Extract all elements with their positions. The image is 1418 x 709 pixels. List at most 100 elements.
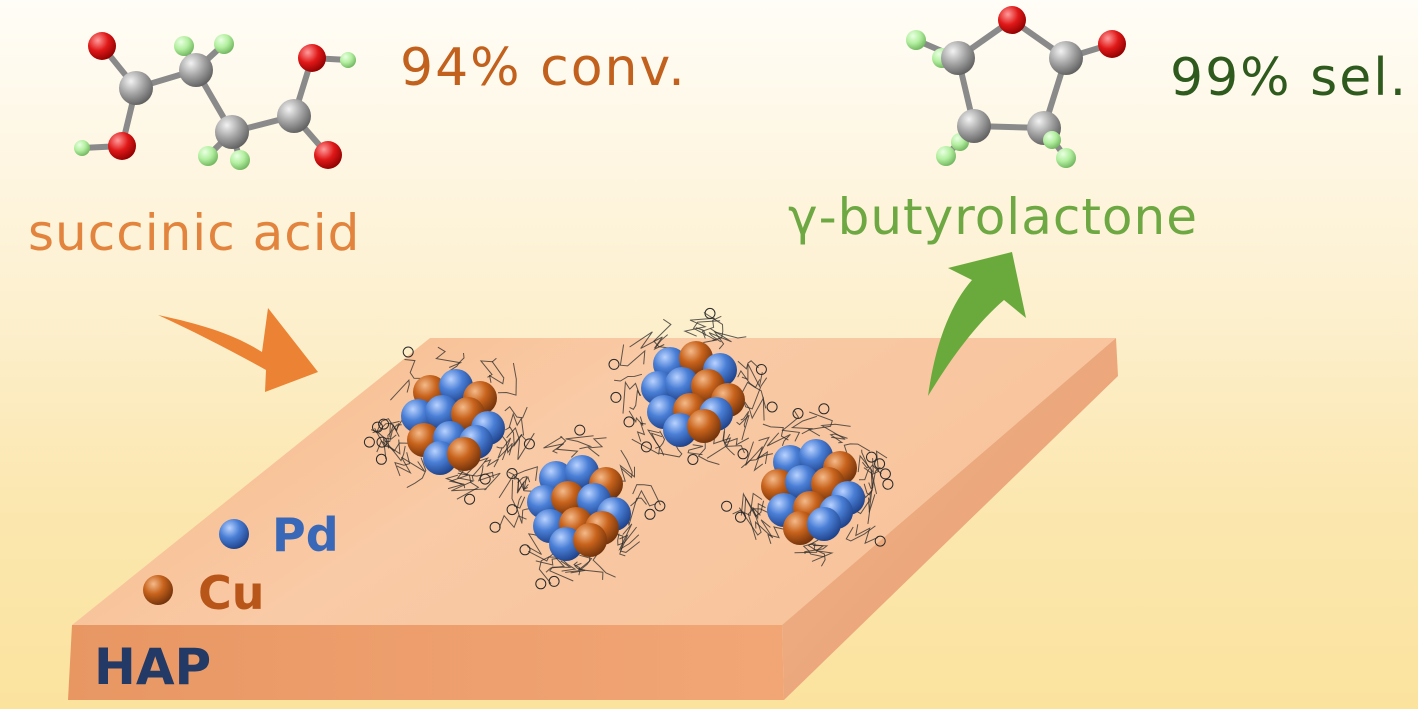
reactant-name: succinic acid	[28, 204, 361, 262]
ligand-shell	[721, 403, 894, 567]
ligand-ring	[654, 500, 666, 512]
ligand-chain	[744, 396, 765, 421]
ligand-chain	[449, 352, 465, 372]
ligand-chain	[629, 331, 663, 349]
ligand-chain	[504, 405, 528, 419]
ligand-chain	[508, 466, 538, 481]
ligand-chain	[781, 410, 801, 442]
ligand-chain	[737, 360, 759, 370]
ligand-chain	[498, 474, 533, 499]
reaction-arrow-out	[928, 252, 1026, 396]
ligand-chain	[496, 437, 512, 461]
cu-atom	[573, 523, 607, 557]
ligand-chain	[484, 458, 499, 468]
cu-legend-label: Cu	[198, 566, 265, 620]
ligand-chain	[744, 496, 766, 520]
nanoparticle-cluster	[721, 403, 894, 567]
ligand-chain	[498, 514, 527, 529]
ligand-chain	[740, 492, 765, 518]
ligand-chain	[740, 411, 750, 428]
pd-atom	[785, 465, 819, 499]
ligand-chain	[619, 464, 635, 482]
ligand-chain	[387, 424, 400, 449]
ligand-chain	[501, 434, 527, 454]
ligand-chain	[650, 432, 665, 456]
ligand-chain	[857, 454, 874, 474]
ligand-ring	[402, 346, 414, 358]
ligand-ring	[519, 544, 531, 556]
ligand-ring	[866, 451, 877, 463]
ligand-chain	[570, 562, 586, 574]
ligand-chain	[375, 418, 403, 434]
ligand-ring	[372, 421, 383, 433]
ligand-chain	[687, 444, 704, 456]
ligand-chain	[766, 432, 791, 447]
pdcu-nanoparticles	[363, 307, 894, 590]
ligand-chain	[372, 420, 400, 434]
pd-atom	[665, 367, 699, 401]
ligand-chain	[723, 431, 735, 456]
ligand-chain	[565, 435, 594, 450]
ligand-shell	[363, 346, 535, 505]
ligand-chain	[740, 450, 769, 469]
ligand-ring	[874, 458, 886, 470]
ligand-chain	[683, 317, 715, 337]
ligand-chain	[543, 436, 564, 454]
ligand-ring	[464, 493, 476, 505]
ligand-chain	[790, 415, 817, 435]
ligand-chain	[692, 320, 721, 343]
selectivity-value: 99% sel.	[1170, 48, 1409, 108]
ligand-chain	[820, 423, 851, 440]
ligand-ring	[623, 416, 635, 428]
slab-front-face	[68, 625, 784, 700]
ligand-chain	[804, 545, 829, 554]
ligand-chain	[471, 457, 490, 481]
ligand-ring	[879, 468, 891, 480]
ligand-chain	[488, 361, 505, 385]
ligand-chain	[745, 441, 764, 472]
ligand-chain	[444, 474, 464, 490]
ligand-chain	[619, 534, 641, 553]
ligand-chain	[515, 505, 530, 524]
ligand-ring	[610, 391, 622, 403]
ligand-chain	[465, 465, 494, 479]
ligand-chain	[435, 346, 463, 368]
ligand-chain	[516, 480, 529, 494]
reaction-arrow-in	[158, 308, 318, 392]
ligand-chain	[703, 312, 724, 341]
ligand-chain	[504, 426, 523, 447]
ligand-ring	[375, 453, 387, 465]
ligand-chain	[376, 440, 409, 453]
nanoparticle-cluster	[489, 424, 666, 590]
conversion-value: 94% conv.	[400, 38, 687, 98]
ligand-chain	[708, 328, 732, 343]
ligand-ring	[874, 535, 886, 547]
ligand-chain	[855, 524, 879, 545]
ligand-chain	[654, 430, 666, 449]
ligand-ring	[766, 401, 778, 413]
ligand-ring	[506, 468, 518, 479]
ligand-chain	[477, 465, 501, 491]
ligand-chain	[736, 414, 750, 441]
ligand-chain	[620, 449, 633, 479]
ligand-ring	[882, 478, 894, 490]
nanoparticle-cluster	[363, 346, 535, 505]
ligand-chain	[630, 489, 657, 507]
ligand-chain	[617, 526, 637, 546]
ligand-chain	[861, 449, 870, 469]
ligand-ring	[574, 424, 586, 436]
ligand-ring	[489, 521, 501, 533]
cu-atom	[551, 481, 585, 515]
ligand-chain	[619, 344, 646, 367]
ligand-chain	[628, 410, 644, 426]
ligand-chain	[456, 470, 480, 500]
ligand-ring	[535, 578, 547, 590]
nanoparticle-cluster	[608, 307, 778, 465]
ligand-chain	[394, 452, 411, 477]
ligand-chain	[390, 378, 410, 401]
ligand-chain	[754, 519, 774, 539]
ligand-ring	[640, 441, 652, 453]
ligand-chain	[741, 381, 767, 409]
